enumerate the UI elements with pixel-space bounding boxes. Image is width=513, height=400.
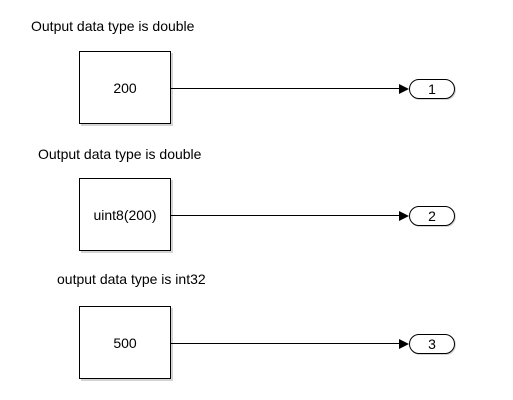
constant-block-1-label: 200 (113, 79, 137, 96)
signal-arrow-2-icon (399, 211, 409, 221)
signal-line-3[interactable] (171, 343, 400, 344)
signal-arrow-1-icon (399, 84, 409, 94)
constant-block-3[interactable]: 500 (79, 306, 171, 379)
signal-line-2[interactable] (171, 215, 400, 216)
constant-block-3-label: 500 (113, 334, 137, 351)
outport-2-number: 2 (428, 208, 436, 224)
outport-3-number: 3 (428, 336, 436, 352)
outport-block-2[interactable]: 2 (409, 206, 455, 226)
constant-block-1[interactable]: 200 (79, 51, 171, 124)
annotation-row-3: output data type is int32 (57, 271, 206, 287)
outport-block-3[interactable]: 3 (409, 334, 455, 354)
signal-arrow-3-icon (399, 339, 409, 349)
constant-block-2-label: uint8(200) (93, 206, 157, 223)
outport-1-number: 1 (428, 81, 436, 97)
constant-block-2[interactable]: uint8(200) (79, 178, 171, 251)
signal-line-1[interactable] (171, 88, 400, 89)
outport-block-1[interactable]: 1 (409, 79, 455, 99)
annotation-row-1: Output data type is double (31, 18, 195, 34)
annotation-row-2: Output data type is double (38, 146, 202, 162)
